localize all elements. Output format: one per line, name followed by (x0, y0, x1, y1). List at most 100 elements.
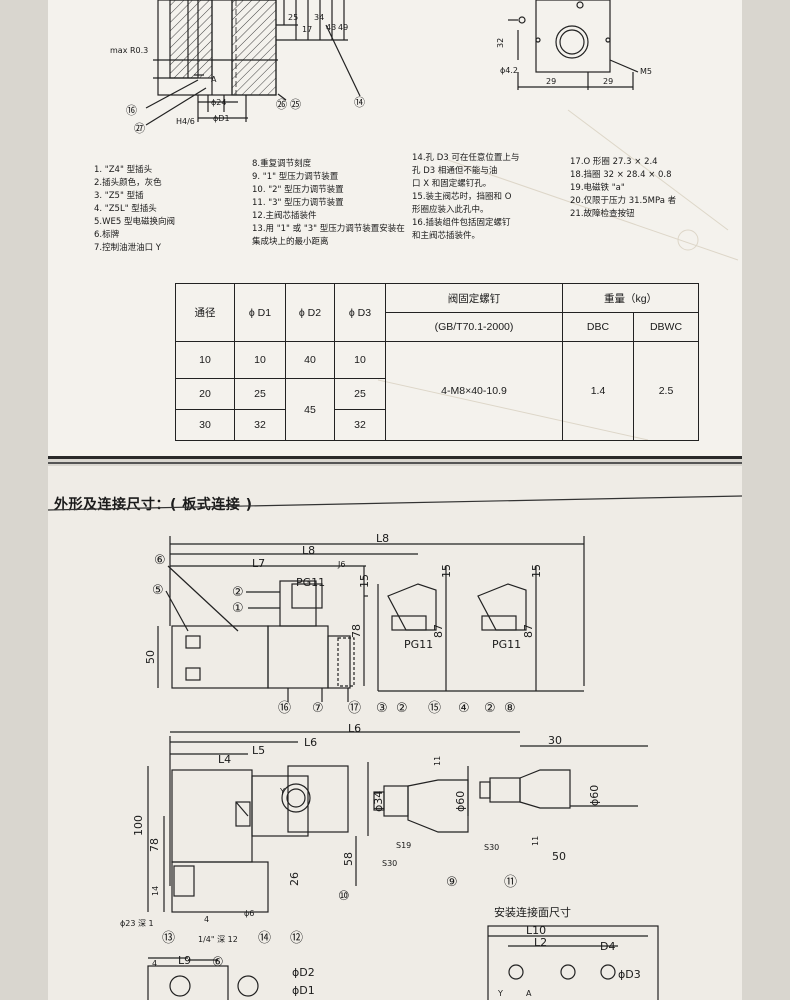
legend-item: 1. "Z4" 型插头 (94, 165, 153, 175)
callout-14: ⑭ (354, 96, 365, 109)
dim-phi34: ϕ34 (372, 791, 385, 812)
legend-item: 16.插装组件包括固定螺钉 (412, 218, 511, 228)
dim-phi60b: ϕ60 (588, 785, 601, 806)
dim-l6-inner: L6 (304, 736, 317, 749)
legend-item: 3. "Z5" 型插 (94, 191, 144, 201)
dim-phi-d2: ϕD2 (292, 966, 315, 979)
label-s30a: S30 (382, 859, 397, 868)
dim-25: 25 (288, 13, 298, 22)
callout-7: ⑦ (312, 701, 324, 716)
callout-9: ⑨ (446, 875, 458, 890)
callout-6: ⑥ (154, 553, 166, 568)
dim-phi24: ϕ24 (211, 98, 226, 107)
callout-16: ⑯ (126, 104, 137, 117)
dim-j6: J6 (337, 560, 345, 569)
callout-14: ⑭ (258, 931, 271, 946)
dim-phi6: ϕ6 (244, 909, 254, 918)
dim-87b: 87 (522, 624, 535, 638)
legend-item: 9. "1" 型压力调节装置 (252, 172, 339, 182)
cell-d3: 25 (334, 378, 386, 410)
dim-4b: 4 (152, 959, 157, 968)
legend-column-3: 14.孔 D3 可在任意位置上与 孔 D3 相通但不能与油 口 X 和固定螺钉孔… (412, 152, 519, 243)
dim-l8-inner: L8 (302, 544, 315, 557)
legend-item: 形圈应装入此孔中。 (412, 205, 489, 215)
legend-item: 10. "2" 型压力调节装置 (252, 185, 344, 195)
dim-quarter-thread: 1/4" 深 12 (198, 935, 238, 944)
dim-4: 4 (204, 915, 209, 924)
legend-item: 8.重复调节刻度 (252, 159, 312, 169)
th-dbwc: DBWC (633, 312, 699, 342)
dim-32: 32 (496, 38, 505, 48)
dim-87a: 87 (432, 624, 445, 638)
dim-l2: L2 (534, 936, 547, 949)
cell-d3: 32 (334, 409, 386, 441)
legend-item: 7.控制油泄油口 Y (94, 243, 162, 253)
callout-6b: ⑥ (212, 955, 224, 970)
dim-phi42: ϕ4.2 (500, 66, 518, 75)
callout-2c: ② (484, 701, 496, 716)
label-a: A (211, 75, 217, 84)
dim-34: 34 (314, 13, 324, 22)
page-separator (48, 456, 742, 459)
th-d2: ϕ D2 (285, 283, 335, 342)
legend-item: 口 X 和固定螺钉孔。 (412, 179, 492, 189)
label-pg11c: PG11 (492, 638, 521, 651)
dim-phi-d3: ϕD3 (618, 968, 641, 981)
legend-item: 5.WE5 型电磁换向阀 (94, 217, 175, 227)
drawing-sheet-bottom: 外形及连接尺寸：( 板式连接 ) (48, 466, 742, 1000)
dim-29a: 29 (546, 77, 556, 86)
port-y-face: Y (497, 989, 503, 998)
cell-weight-dbc: 1.4 (562, 341, 634, 441)
dim-14: 14 (151, 886, 160, 896)
page-separator (48, 462, 742, 464)
legend-item: 4. "Z5L" 型插头 (94, 204, 157, 214)
cell-bolt: 4-M8×40-10.9 (385, 341, 563, 441)
dim-phi-d1: ϕD1 (213, 114, 230, 123)
dim-49: 49 (338, 23, 348, 32)
dim-11b: 11 (531, 836, 540, 846)
callout-26: ㉖ (276, 98, 287, 111)
dim-d4: D4 (600, 940, 615, 953)
legend-column-4: 17.O 形圈 27.3 × 2.4 18.挡圈 32 × 28.4 × 0.8… (570, 156, 676, 221)
dim-l4: L4 (218, 753, 231, 766)
callout-12: ⑫ (290, 931, 303, 946)
callout-27: ㉗ (134, 122, 145, 135)
label-s19: S19 (396, 841, 411, 850)
legend-item: 11. "3" 型压力调节装置 (252, 198, 344, 208)
legend-item: 20.仅限于压力 31.5MPa 者 (570, 196, 677, 206)
callout-8: ⑧ (504, 701, 516, 716)
dim-78a: 78 (350, 624, 363, 638)
dim-max-r: max R0.3 (110, 46, 148, 55)
legend-item: 集成块上的最小距离 (252, 237, 329, 247)
dim-15c: 15 (530, 564, 543, 578)
th-weight: 重量（kg） (562, 283, 699, 313)
callout-2: ② (232, 585, 244, 600)
dim-26: 26 (288, 872, 301, 886)
cell-dn: 30 (175, 409, 235, 441)
callout-1: ① (232, 601, 244, 616)
dim-l6: L6 (348, 722, 361, 735)
legend-item: 孔 D3 相通但不能与油 (412, 166, 498, 176)
callout-13: ⑬ (162, 931, 175, 946)
legend-item: 19.电磁铁 "a" (570, 183, 625, 193)
cell-d1: 25 (234, 378, 286, 410)
cell-weight-dbwc: 2.5 (633, 341, 699, 441)
outline-dimension-drawing: L8 L8 L7 J6 15 15 15 PG11 PG11 PG11 50 7… (48, 495, 742, 1000)
th-dbc: DBC (562, 312, 634, 342)
dim-78b: 78 (148, 838, 161, 852)
dim-30: 30 (548, 734, 562, 747)
legend-item: 18.挡圈 32 × 28.4 × 0.8 (570, 170, 672, 180)
legend-item: 13.用 "1" 或 "3" 型压力调节装置安装在 (252, 224, 405, 234)
dim-l5: L5 (252, 744, 265, 757)
cell-dn: 20 (175, 378, 235, 410)
port-y: Y (279, 787, 285, 796)
legend-column-2: 8.重复调节刻度 9. "1" 型压力调节装置 10. "2" 型压力调节装置 … (252, 158, 405, 249)
legend-item: 15.装主阀芯时，挡圈和 O (412, 192, 512, 202)
th-diameter: 通径 (175, 283, 235, 342)
dim-l8: L8 (376, 532, 389, 545)
dim-15b: 15 (440, 564, 453, 578)
callout-4: ④ (458, 701, 470, 716)
legend-item: 6.标牌 (94, 230, 120, 240)
dim-phi-d1: ϕD1 (292, 984, 315, 997)
dim-50b: 50 (552, 850, 566, 863)
